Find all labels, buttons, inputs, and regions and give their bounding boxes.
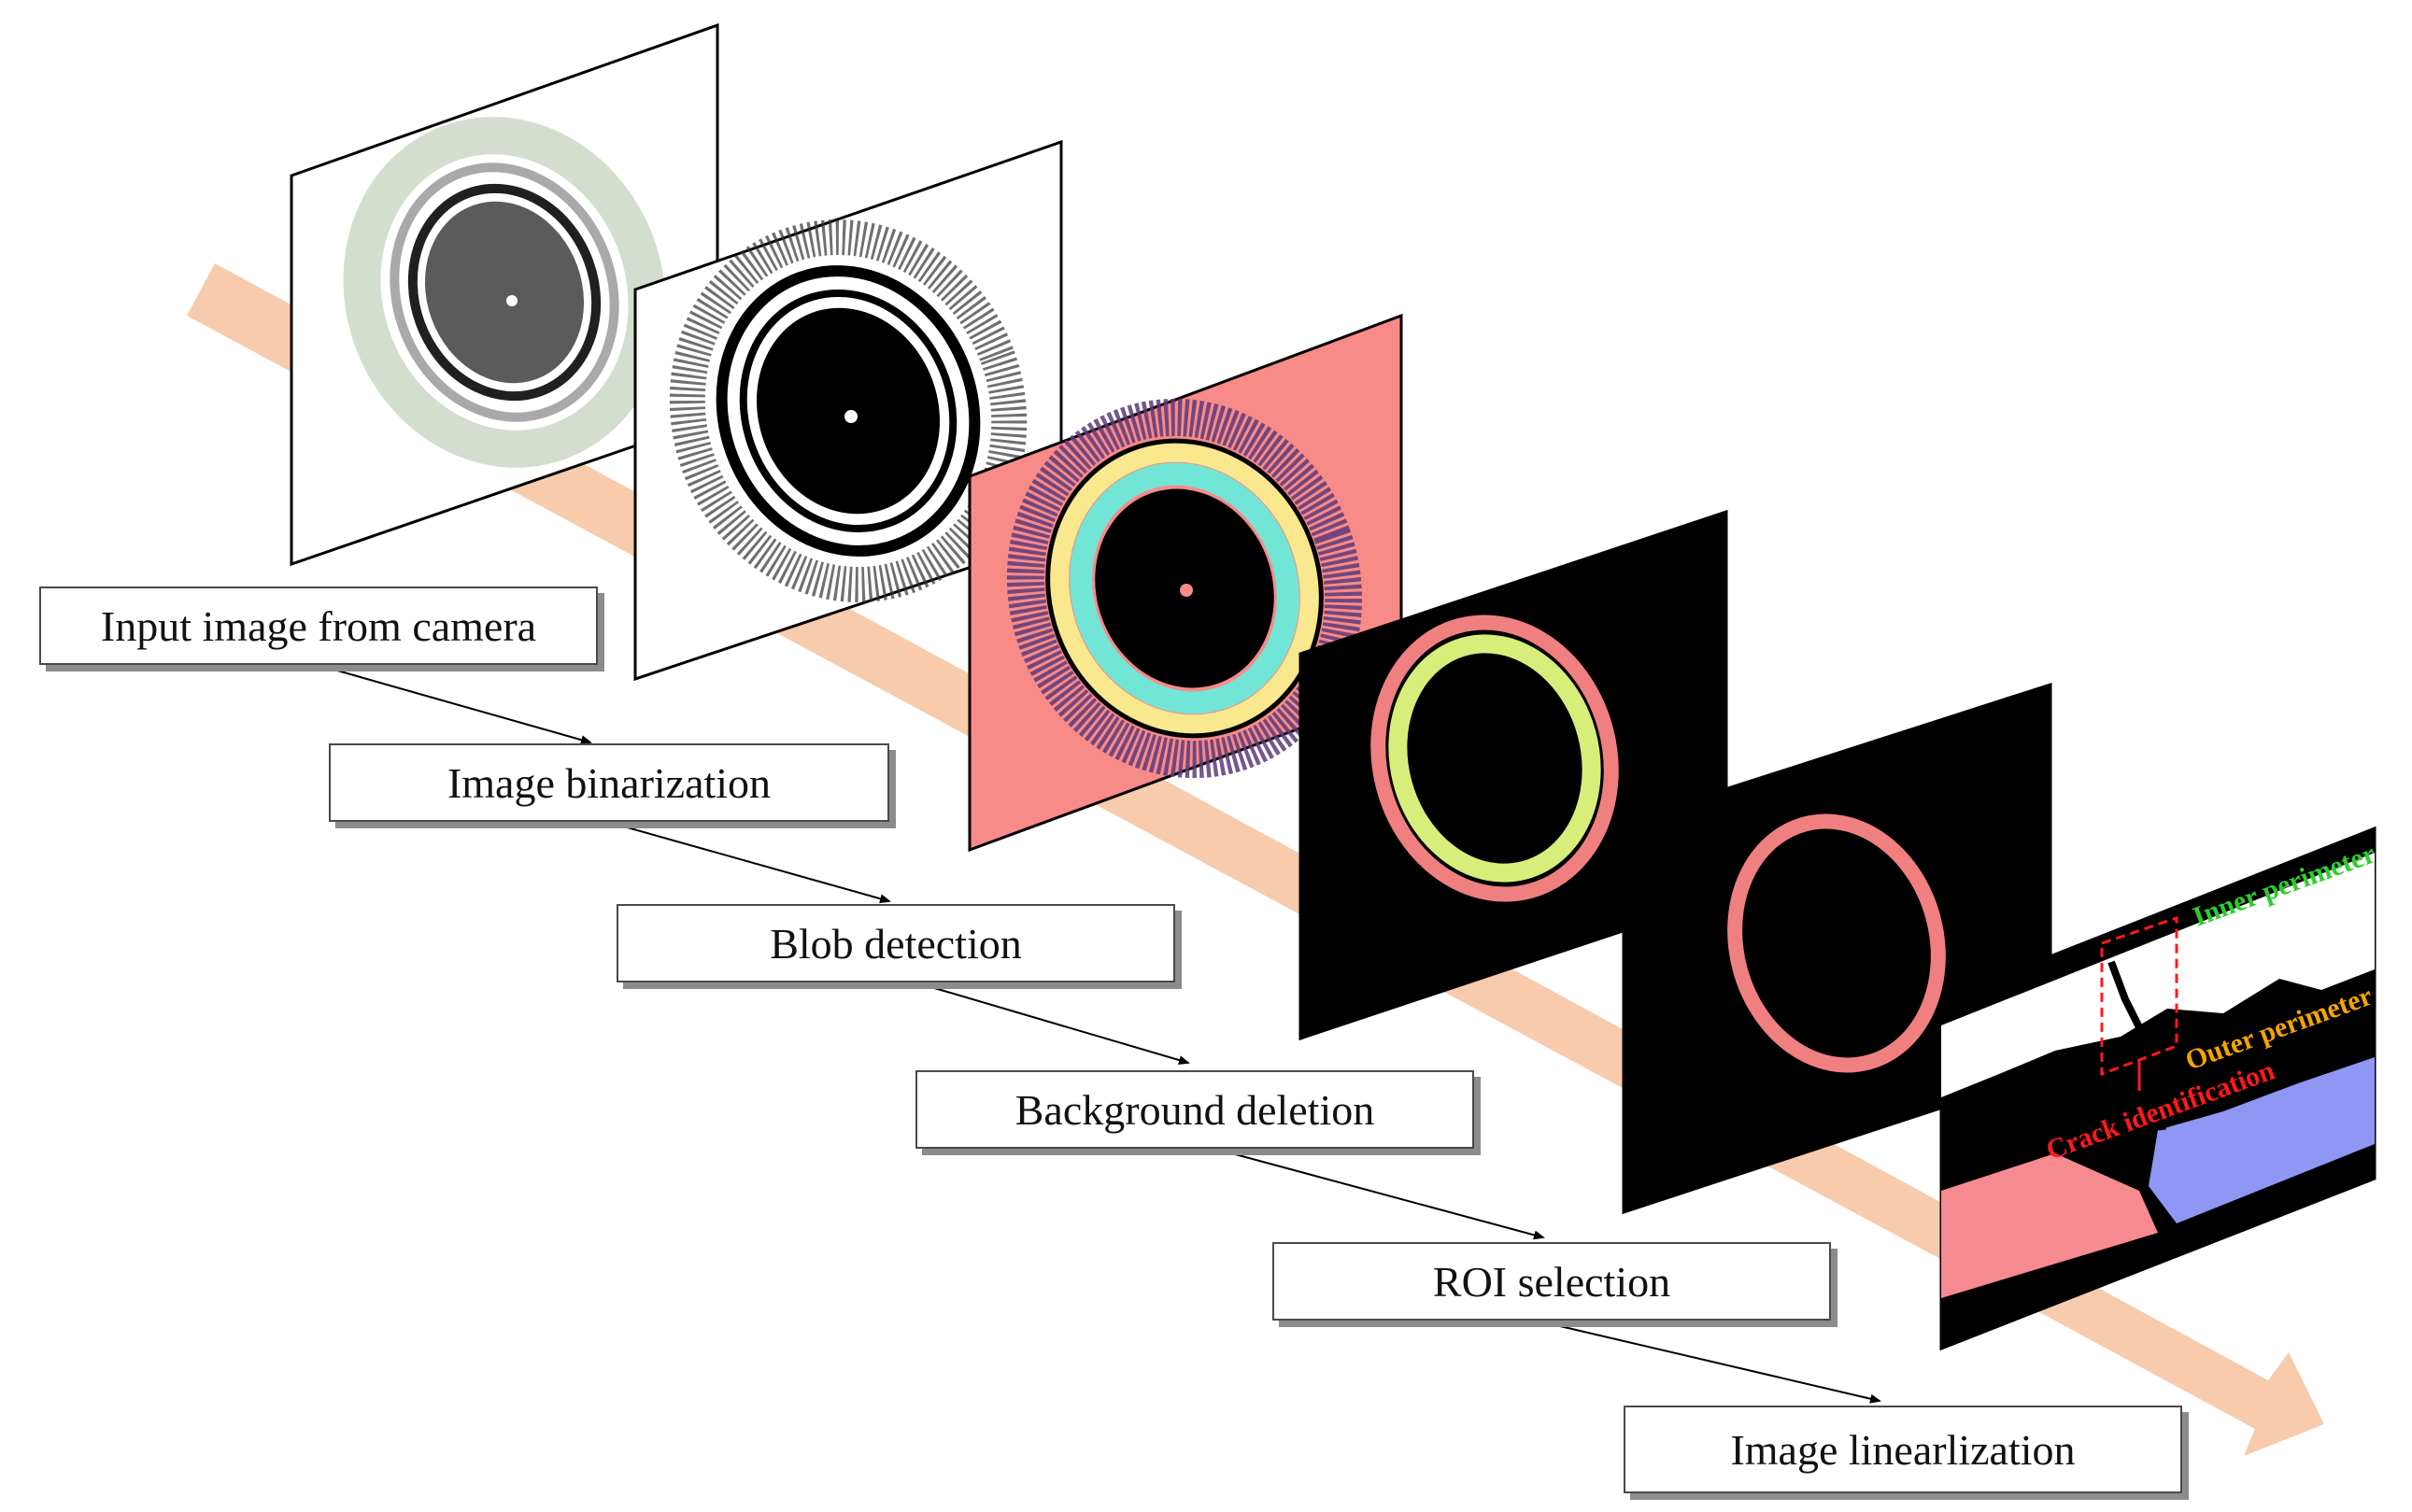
step-image-binarization: Image binarization	[329, 743, 889, 822]
connector-5	[1531, 1319, 1881, 1404]
connector-4	[1213, 1148, 1545, 1240]
salmon-region	[1941, 1153, 2158, 1298]
crack-highlight-box	[2100, 915, 2178, 1077]
panel-binarization	[633, 139, 1063, 682]
step-image-linearization: Image linearlization	[1624, 1406, 2182, 1493]
step-background-deletion: Background deletion	[915, 1070, 1474, 1149]
connector-1	[317, 664, 592, 745]
panel-input-image	[290, 22, 719, 567]
connector-3	[915, 982, 1190, 1065]
panel-linearization: Inner perimeter Outer perimeter Crack id…	[1939, 826, 2379, 1351]
step-connectors	[317, 664, 1881, 1404]
blue-region	[2149, 1057, 2375, 1223]
step-blob-detection: Blob detection	[617, 904, 1175, 982]
white-band	[1941, 853, 2375, 1097]
step-input-image: Input image from camera	[39, 586, 598, 665]
connector-2	[606, 821, 891, 904]
panel-background-deletion	[1298, 509, 1728, 1041]
step-roi-selection: ROI selection	[1272, 1242, 1831, 1321]
